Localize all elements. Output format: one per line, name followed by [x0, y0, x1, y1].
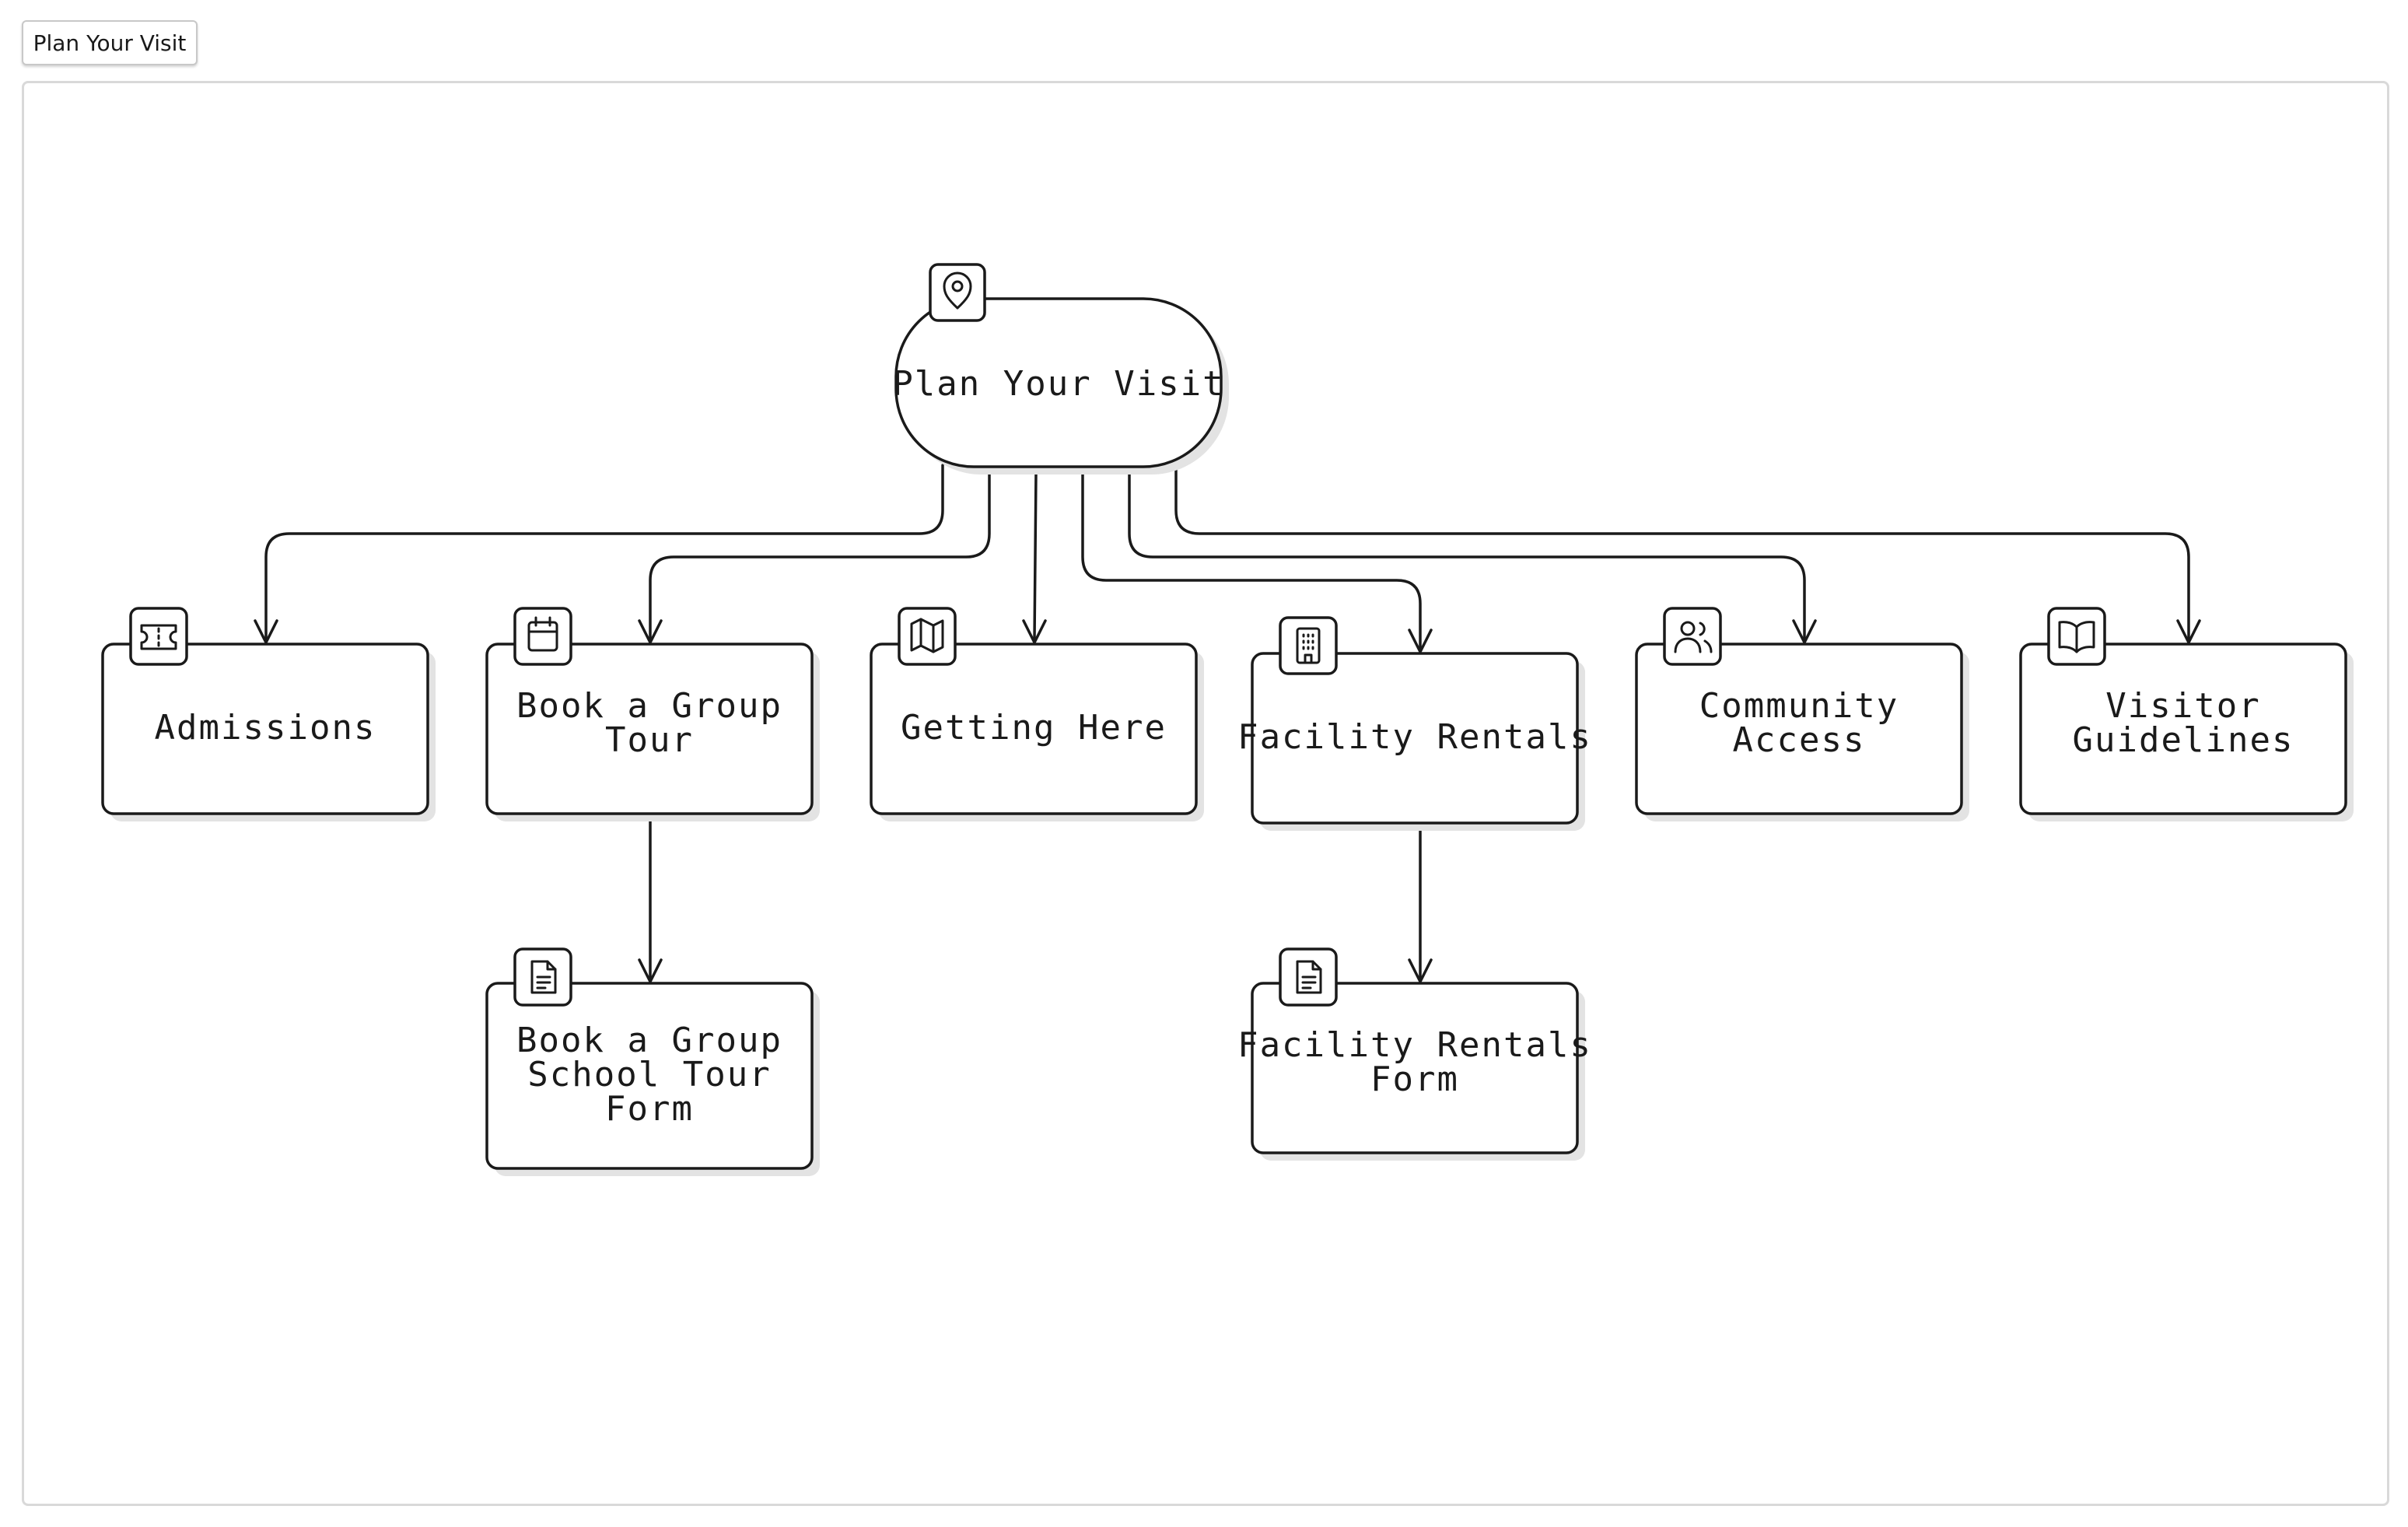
arrowhead-getting-here: [1022, 619, 1047, 644]
arrowhead-facility-rentals-form: [1408, 958, 1433, 983]
node-label-line-2: Guidelines: [2073, 720, 2294, 760]
arrowheads: [254, 619, 2201, 983]
arrowhead-admissions: [254, 619, 278, 644]
node-book-group-tour[interactable]: Book a Group Tour: [485, 607, 820, 821]
node-book-group-school-tour-form[interactable]: Book a Group School Tour Form: [485, 947, 820, 1176]
arrowhead-school-tour-form: [638, 958, 663, 983]
map-icon: [898, 607, 957, 666]
node-label-line-2: School Tour: [527, 1055, 771, 1094]
arrowhead-visitor-guidelines: [2176, 619, 2201, 644]
node-label-line-1: Book a Group: [516, 686, 782, 726]
node-facility-rentals-form[interactable]: Facility Rentals Form: [1237, 947, 1592, 1161]
node-visitor-guidelines[interactable]: Visitor Guidelines: [2019, 607, 2354, 821]
map-pin-icon: [929, 263, 986, 322]
edge-root-book-group-tour: [649, 468, 991, 641]
plan-your-visit-tab[interactable]: Plan Your Visit: [22, 20, 198, 65]
node-label-line-1: Visitor: [2105, 686, 2260, 726]
edges: [264, 464, 2190, 980]
file-text-icon: [1279, 947, 1338, 1007]
arrowhead-facility-rentals: [1408, 629, 1433, 653]
node-label: Getting Here: [901, 708, 1167, 748]
users-icon: [1663, 607, 1722, 666]
book-open-icon: [2047, 607, 2106, 666]
root-node-shape: [894, 297, 1223, 468]
file-text-icon: [513, 947, 572, 1007]
node-label-line-3: Form: [605, 1089, 694, 1129]
node-label-line-2: Tour: [605, 720, 694, 760]
edge-root-community-access: [1128, 468, 1806, 641]
node-admissions[interactable]: Admissions: [101, 607, 436, 821]
edge-root-facility-rentals: [1081, 471, 1422, 652]
edge-root-getting-here: [1033, 471, 1038, 641]
edge-root-visitor-guidelines: [1174, 464, 2190, 641]
node-label-line-2: Form: [1370, 1059, 1459, 1099]
node-getting-here[interactable]: Getting Here: [870, 607, 1204, 821]
node-facility-rentals[interactable]: Facility Rentals: [1237, 616, 1592, 831]
ticket-icon: [129, 607, 188, 666]
edge-root-admissions: [264, 464, 944, 641]
node-label: Admissions: [155, 708, 376, 748]
calendar-icon: [513, 607, 572, 666]
building-icon: [1279, 616, 1338, 675]
node-label-line-1: Facility Rentals: [1237, 1025, 1592, 1065]
node-label-line-1: Community: [1699, 686, 1899, 726]
arrowhead-book-group-tour: [638, 619, 663, 644]
node-label-line-1: Book a Group: [516, 1021, 782, 1060]
root-node-plan-your-visit[interactable]: Plan Your Visit: [892, 263, 1229, 475]
node-community-access[interactable]: Community Access: [1635, 607, 1969, 821]
root-node-label: Plan Your Visit: [892, 364, 1224, 404]
node-label: Facility Rentals: [1237, 717, 1592, 757]
arrowhead-community-access: [1792, 619, 1817, 644]
node-label-line-2: Access: [1733, 720, 1866, 760]
